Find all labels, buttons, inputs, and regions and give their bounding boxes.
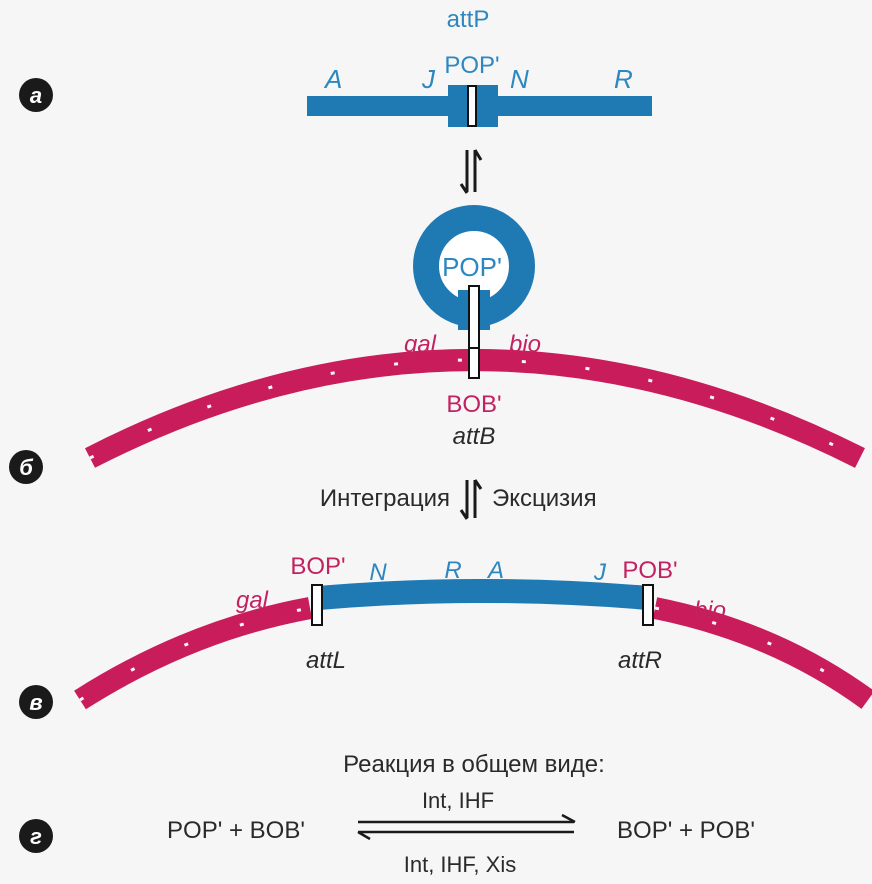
panel-b-badge	[9, 450, 43, 484]
forward-factors: Int, IHF	[422, 788, 494, 813]
v-r-label: R	[444, 557, 461, 584]
bio-label: bio	[509, 331, 541, 358]
reaction-left-side: POP' + BOB'	[167, 817, 305, 844]
arm-a-label: A	[323, 64, 342, 94]
integration-arrow	[459, 479, 483, 520]
panel-g: Реакция в общем виде: Int, IHF POP' + BO…	[19, 751, 755, 877]
v-bio-label: bio	[694, 597, 726, 624]
panel-v-letter: в	[29, 690, 42, 715]
panel-v: gal BOP' N R A J POB' bio attL attR в	[19, 553, 872, 719]
v-a-label: A	[486, 557, 504, 584]
attp-label: attP	[447, 6, 490, 33]
pop-core-label: POP'	[444, 52, 499, 79]
v-pob-label: POB'	[622, 557, 677, 584]
v-gal-label: gal	[236, 587, 269, 614]
chromosome-left-arm	[74, 597, 312, 710]
attr-label: attR	[618, 647, 662, 674]
bob-core-label: BOB'	[446, 391, 501, 418]
arm-j-label: J	[421, 64, 436, 94]
attr-crossover-mark	[642, 584, 654, 626]
panel-b: POP' gal bio BOB' attB б	[9, 205, 865, 484]
reaction-heading: Реакция в общем виде:	[343, 751, 605, 778]
attl-crossover-mark	[311, 584, 323, 626]
v-bop-label: BOP'	[290, 553, 345, 580]
arm-n-label: N	[510, 64, 529, 94]
prophage-dna	[316, 579, 650, 610]
v-n-label: N	[369, 559, 387, 586]
attp-crossover-mark	[467, 85, 477, 127]
chromosome-right-arm	[652, 597, 872, 709]
arm-r-label: R	[614, 64, 633, 94]
bob-crossover-mark	[468, 347, 480, 379]
attb-label: attB	[453, 423, 496, 450]
reverse-factors: Int, IHF, Xis	[404, 852, 516, 877]
attl-label: attL	[306, 647, 346, 674]
reaction-right-side: BOP' + POB'	[617, 817, 755, 844]
right-arm-nicks	[654, 606, 869, 702]
equilibrium-arrow-ab	[459, 149, 483, 194]
integration-label: Интеграция	[320, 485, 450, 512]
panel-b-letter: б	[19, 455, 34, 480]
gal-label: gal	[404, 331, 437, 358]
panel-g-badge	[19, 819, 53, 853]
panel-a-badge	[19, 78, 53, 112]
pop-crossover-mark	[468, 285, 480, 357]
excision-label: Эксцизия	[492, 485, 597, 512]
panel-a-letter: а	[30, 83, 42, 108]
v-j-label: J	[593, 559, 607, 586]
reaction-equilibrium-arrow	[357, 813, 576, 841]
panel-g-letter: г	[30, 824, 42, 849]
panel-v-badge	[19, 685, 53, 719]
circle-pop-label: POP'	[442, 252, 502, 282]
integration-excision-row: Интеграция Эксцизия	[320, 479, 597, 520]
panel-a: а attP POP' A J N R	[19, 6, 652, 127]
